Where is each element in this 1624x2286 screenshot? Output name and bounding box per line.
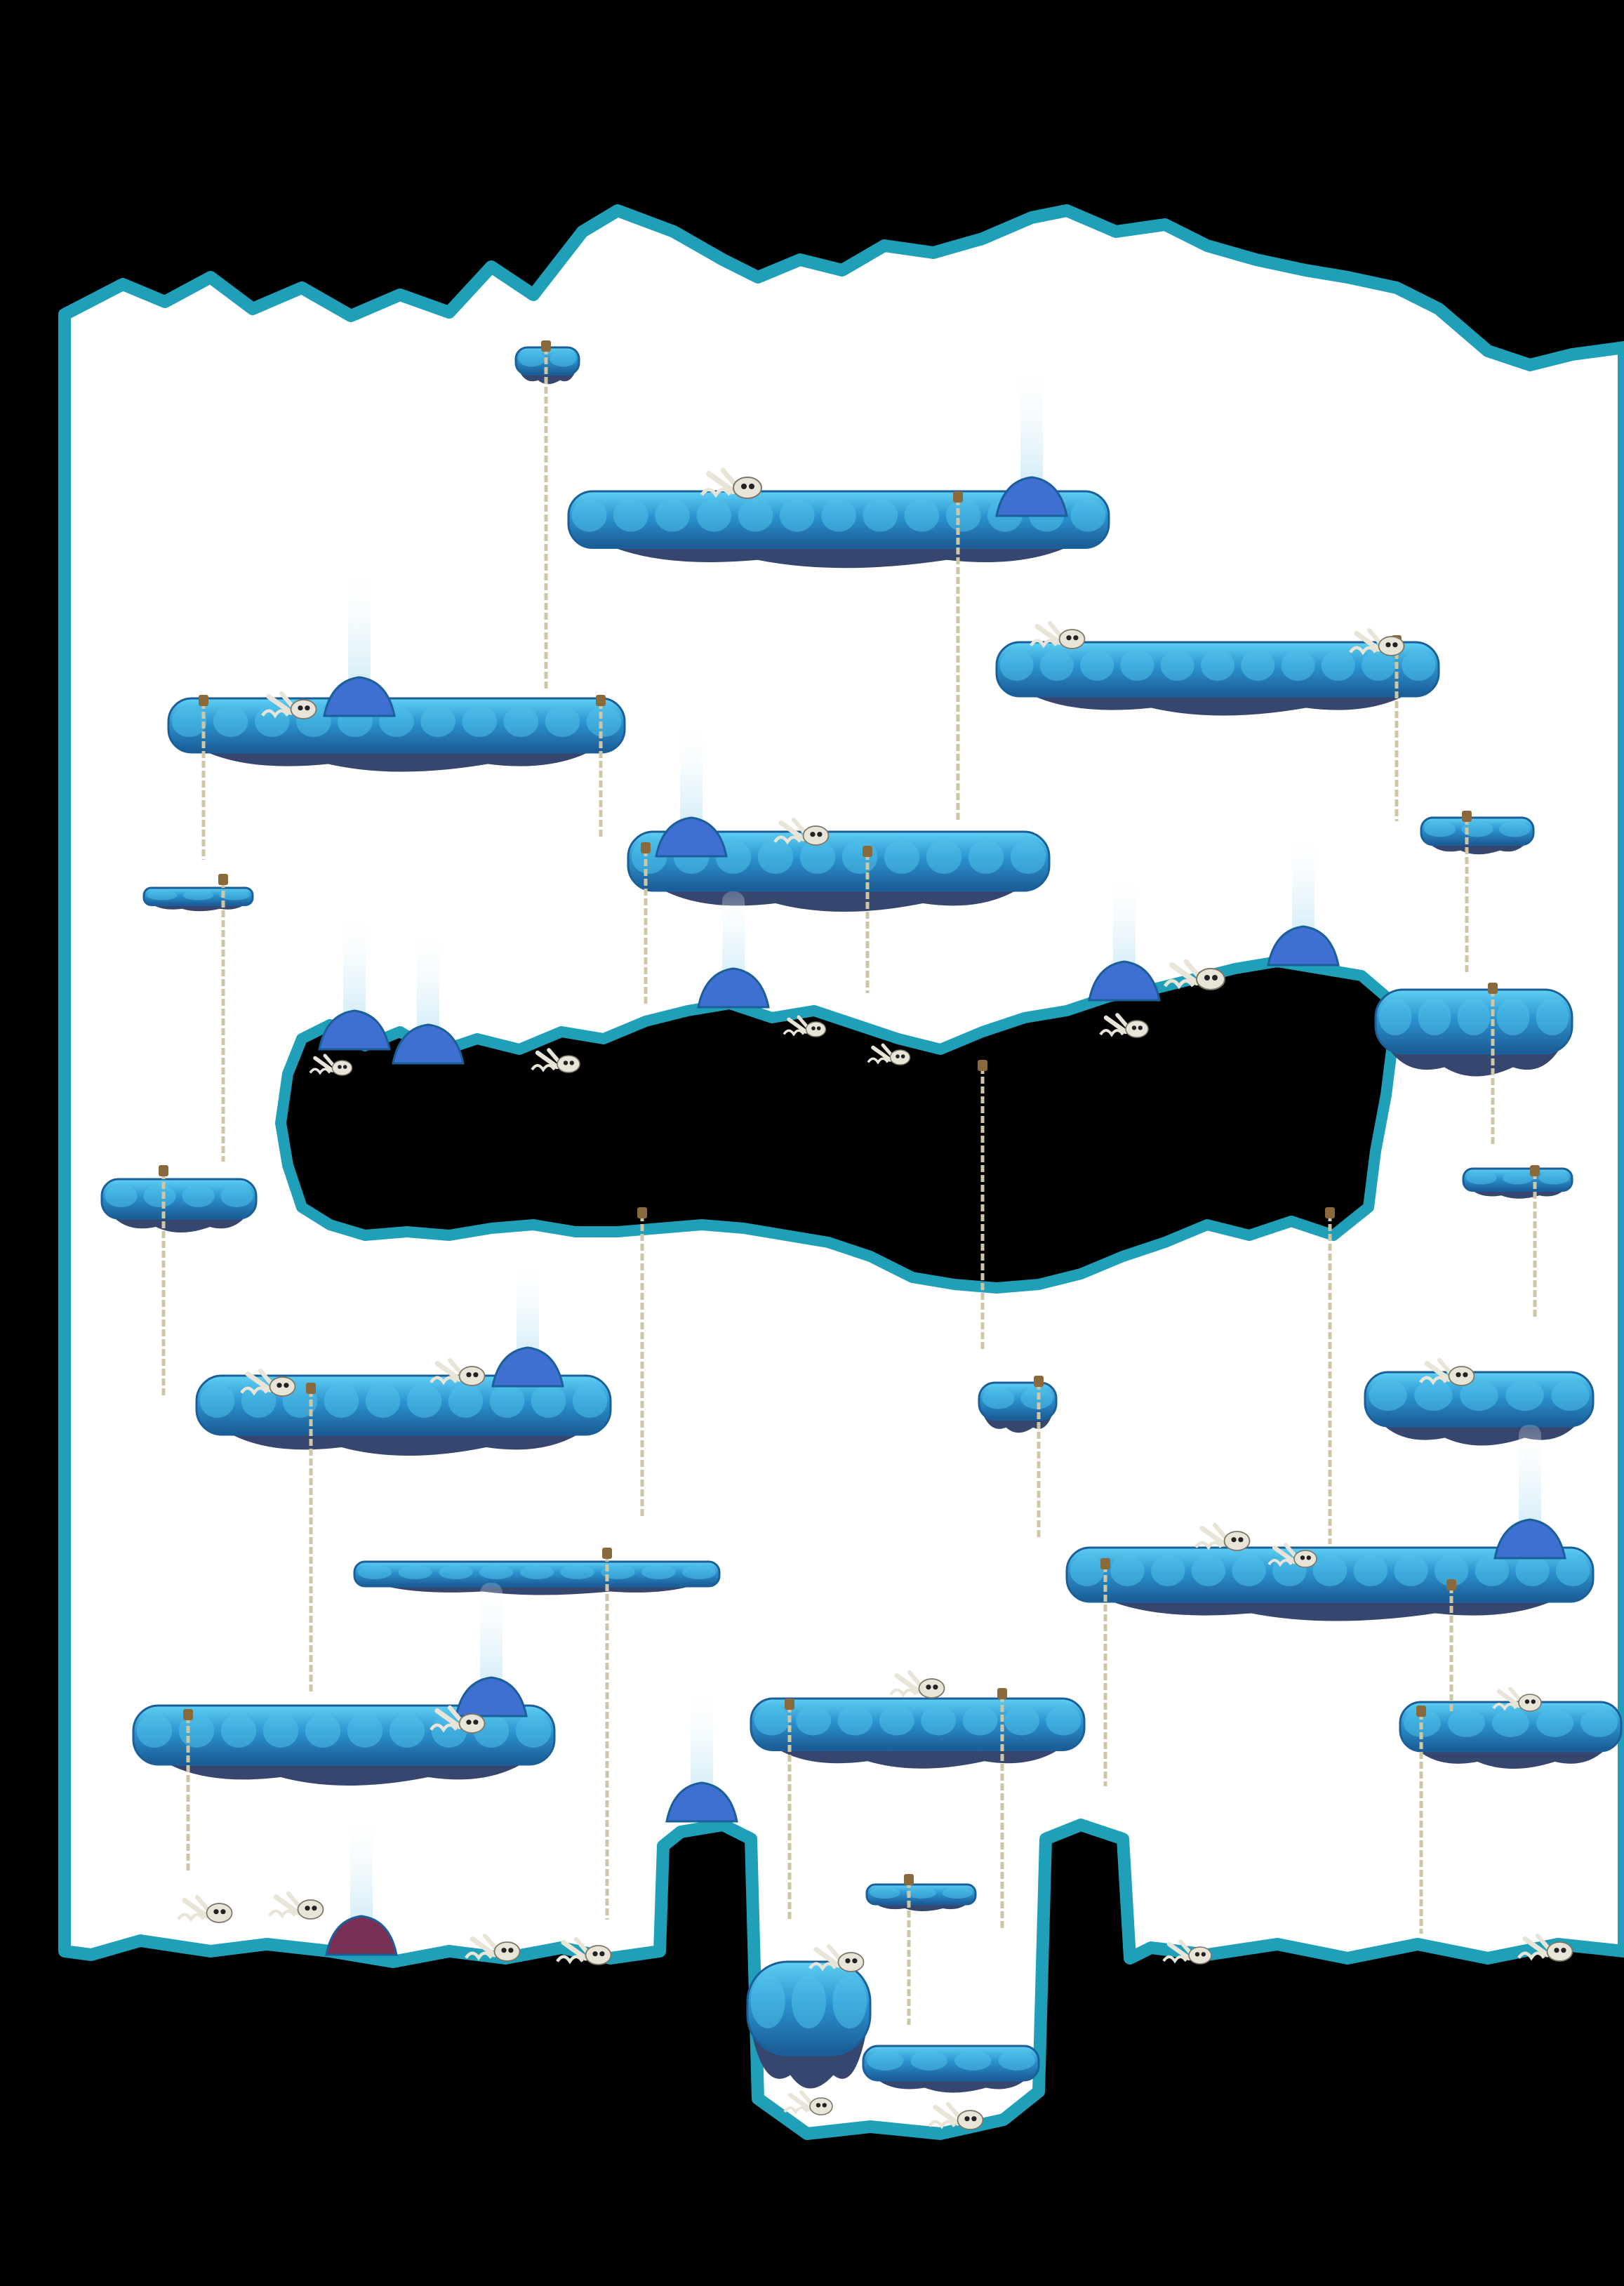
rope-icon[interactable] — [602, 1548, 612, 1920]
geyser-icon — [655, 726, 728, 858]
rock-platform — [100, 1178, 258, 1232]
rope-icon[interactable] — [863, 846, 872, 993]
bone-pile-icon — [867, 1043, 911, 1065]
bone-pile-icon — [773, 817, 830, 846]
bone-pile-icon — [783, 1015, 827, 1037]
bone-pile-icon — [1162, 1939, 1212, 1965]
rope-icon[interactable] — [596, 695, 606, 839]
bone-pile-icon — [430, 1357, 486, 1386]
geyser-icon — [665, 1692, 738, 1823]
bone-pile-icon — [556, 1936, 612, 1965]
rope-icon[interactable] — [641, 842, 651, 1004]
rope-icon[interactable] — [159, 1165, 168, 1397]
bone-pile-icon — [700, 467, 762, 499]
bone-pile-icon — [309, 1054, 353, 1076]
rope-icon[interactable] — [1530, 1165, 1540, 1320]
bone-pile-icon — [465, 1933, 521, 1962]
rope-icon[interactable] — [218, 874, 228, 1162]
rock-platform — [195, 1374, 612, 1456]
central-dark-cavern — [275, 956, 1399, 1294]
bone-pile-icon — [268, 1891, 324, 1920]
rock-platform — [167, 697, 626, 772]
rope-icon[interactable] — [541, 340, 551, 691]
bone-pile-icon — [1492, 1687, 1542, 1712]
bone-pile-icon — [177, 1894, 233, 1923]
rock-platform — [1374, 988, 1573, 1077]
rock-platform — [1420, 816, 1535, 855]
geyser-layer — [318, 368, 1566, 1956]
bone-pile-icon — [808, 1943, 865, 1972]
rope-icon[interactable] — [1488, 983, 1498, 1144]
rock-platform — [750, 1697, 1086, 1769]
rock-platform — [353, 1560, 721, 1595]
bone-pile-icon — [1163, 959, 1225, 990]
bone-pile-icon — [1030, 620, 1086, 649]
rock-platform — [1462, 1167, 1573, 1199]
bone-layer — [177, 467, 1573, 2130]
rope-icon[interactable] — [1462, 811, 1472, 972]
rock-platform — [865, 1883, 977, 1911]
bone-pile-icon — [928, 2101, 984, 2130]
rope-icon[interactable] — [904, 1874, 914, 2025]
geyser-icon — [697, 891, 770, 1009]
rock-platform — [567, 490, 1110, 569]
bone-pile-icon — [889, 1670, 945, 1699]
rock-platform — [1065, 1546, 1595, 1621]
rock-platform — [1364, 1371, 1595, 1446]
rope-icon[interactable] — [1034, 1376, 1044, 1537]
rope-icon[interactable] — [978, 1060, 987, 1351]
rope-icon[interactable] — [1416, 1706, 1426, 1934]
geyser-icon — [995, 368, 1068, 517]
bone-pile-icon — [783, 2090, 833, 2115]
rope-icon[interactable] — [997, 1688, 1007, 1930]
rope-icon[interactable] — [183, 1709, 193, 1870]
geyser-icon — [455, 1583, 528, 1717]
bone-pile-icon — [1419, 1357, 1475, 1386]
rope-icon[interactable] — [953, 491, 963, 821]
geyser-icon — [1267, 835, 1340, 966]
bone-pile-icon — [531, 1048, 580, 1073]
bone-pile-icon — [261, 691, 317, 719]
rock-platform — [978, 1381, 1058, 1433]
bone-pile-icon — [240, 1368, 296, 1397]
rock-platform — [862, 2045, 1040, 2093]
geyser-icon — [392, 933, 465, 1065]
rope-icon[interactable] — [306, 1383, 316, 1692]
geyser-icon — [323, 576, 396, 717]
rope-layer — [159, 340, 1540, 2025]
rock-platform — [1399, 1701, 1623, 1769]
geyser-icon — [325, 1818, 398, 1956]
geyser-icon — [318, 916, 391, 1051]
rope-icon[interactable] — [1446, 1579, 1456, 1713]
bone-pile-icon — [1267, 1543, 1317, 1568]
rock-platform — [132, 1704, 556, 1786]
bone-pile-icon — [1194, 1522, 1251, 1551]
geyser-icon — [491, 1263, 564, 1388]
rock-platform — [142, 886, 254, 912]
rope-icon[interactable] — [637, 1207, 647, 1516]
bone-pile-icon — [1099, 1013, 1149, 1038]
geyser-icon — [1493, 1425, 1566, 1560]
bone-pile-icon — [430, 1705, 486, 1734]
rope-icon[interactable] — [1100, 1558, 1110, 1786]
rope-icon[interactable] — [199, 695, 208, 860]
rock-platform — [746, 1960, 872, 2089]
bone-pile-icon — [1517, 1933, 1573, 1962]
geyser-icon — [1088, 877, 1161, 1002]
rope-icon[interactable] — [785, 1699, 794, 1920]
rock-platform — [995, 641, 1440, 716]
bone-pile-icon — [1349, 627, 1405, 656]
rope-icon[interactable] — [1325, 1207, 1335, 1544]
